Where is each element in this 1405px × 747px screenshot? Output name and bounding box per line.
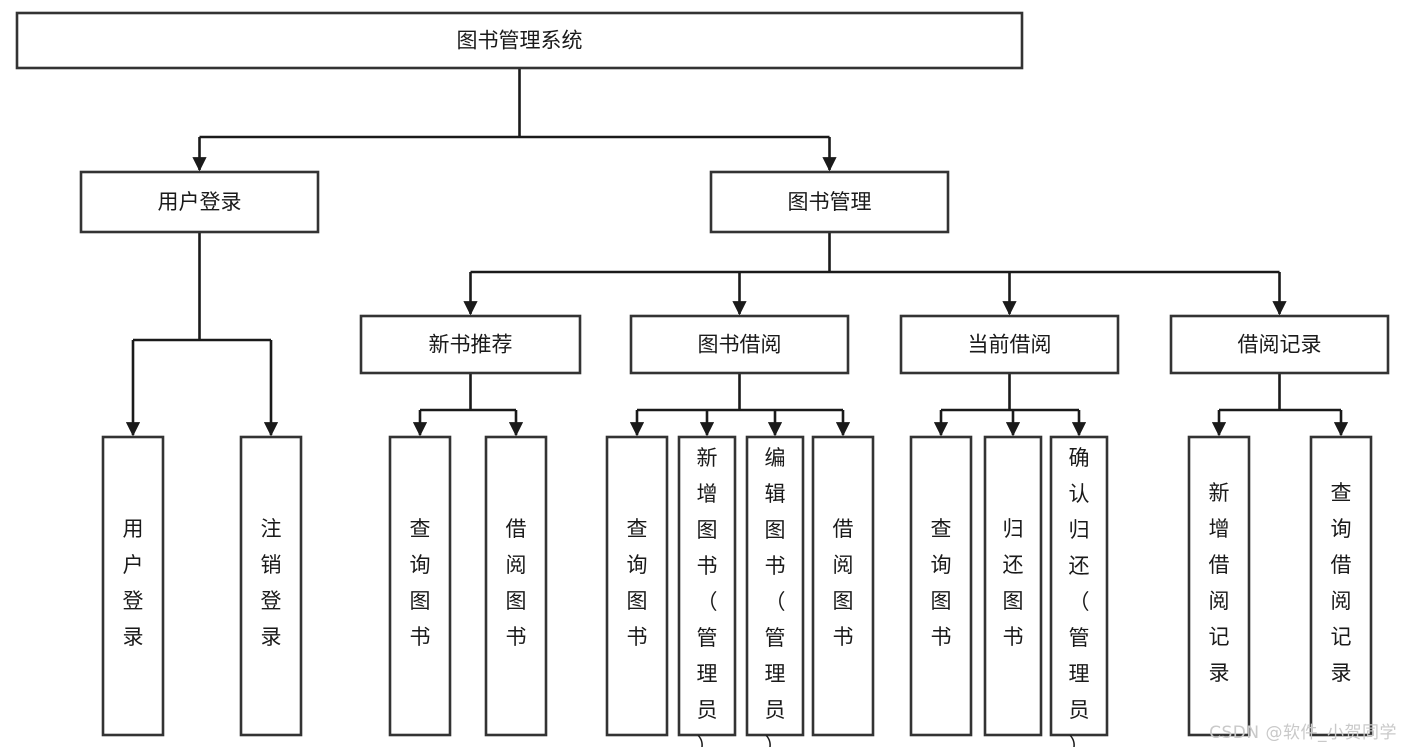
node-current-borrow-rect — [899, 314, 1120, 375]
node-leaf-edit-book-admin[interactable]: 编辑图书（管理员） — [745, 435, 805, 747]
node-leaf-logout[interactable]: 注销登录 — [239, 435, 303, 737]
node-leaf-logout-label: 注销登录 — [261, 517, 282, 649]
node-borrow-record-label: 借阅记录 — [1238, 333, 1322, 357]
node-leaf-user-login-label: 用户登录 — [123, 517, 144, 649]
node-leaf-borrow-book-2-rect — [811, 435, 875, 737]
node-new-book-recommend-rect — [359, 314, 582, 375]
node-leaf-query-book-2-rect — [605, 435, 669, 737]
node-borrow-record[interactable]: 借阅记录 — [1169, 314, 1390, 375]
node-book-borrow-rect — [629, 314, 850, 375]
node-leaf-query-book-1-rect — [388, 435, 452, 737]
node-leaf-query-book-3-label: 查询图书 — [931, 517, 952, 649]
node-leaf-user-login[interactable]: 用户登录 — [101, 435, 165, 737]
node-leaf-add-borrow-record-label: 新增借阅记录 — [1209, 481, 1230, 685]
node-current-borrow-label: 当前借阅 — [968, 333, 1052, 357]
node-borrow-record-rect — [1169, 314, 1390, 375]
node-leaf-logout-rect — [239, 435, 303, 737]
node-root-system[interactable]: 图书管理系统 — [15, 11, 1024, 70]
node-leaf-add-book-admin[interactable]: 新增图书（管理员） — [677, 435, 737, 747]
node-leaf-edit-book-admin-label: 编辑图书（管理员） — [765, 446, 786, 747]
node-leaf-borrow-book-2-label: 借阅图书 — [833, 517, 854, 649]
node-book-borrow-label: 图书借阅 — [698, 333, 782, 357]
node-leaf-return-book-label: 归还图书 — [1003, 517, 1024, 649]
node-user-login-rect — [79, 170, 320, 234]
node-leaf-query-book-2-label: 查询图书 — [627, 517, 648, 649]
node-user-login[interactable]: 用户登录 — [79, 170, 320, 234]
node-leaf-return-book-rect — [983, 435, 1043, 737]
node-leaf-edit-book-admin-rect — [745, 435, 805, 737]
node-book-management-label: 图书管理 — [788, 190, 872, 214]
node-leaf-query-borrow-record[interactable]: 查询借阅记录 — [1309, 435, 1373, 737]
node-leaf-add-book-admin-rect — [677, 435, 737, 737]
connector-current-borrow-to-leaves — [933, 373, 1087, 437]
node-new-book-recommend[interactable]: 新书推荐 — [359, 314, 582, 375]
node-leaf-query-book-1[interactable]: 查询图书 — [388, 435, 452, 737]
node-root-system-label: 图书管理系统 — [457, 29, 583, 53]
connector-bookmanagement-to-level3 — [463, 232, 1287, 316]
node-leaf-query-book-3[interactable]: 查询图书 — [909, 435, 973, 737]
node-leaf-query-book-1-label: 查询图书 — [410, 517, 431, 649]
node-leaf-borrow-book-1-label: 借阅图书 — [506, 517, 527, 649]
node-book-management[interactable]: 图书管理 — [709, 170, 950, 234]
connector-borrow-record-to-leaves — [1211, 373, 1349, 437]
node-leaf-user-login-rect — [101, 435, 165, 737]
node-leaf-confirm-return-admin[interactable]: 确认归还（管理员） — [1049, 435, 1109, 747]
node-leaf-borrow-book-2[interactable]: 借阅图书 — [811, 435, 875, 737]
node-leaf-query-borrow-record-rect — [1309, 435, 1373, 737]
connector-new-book-recommend-to-leaves — [412, 373, 524, 437]
node-user-login-label: 用户登录 — [158, 190, 242, 214]
node-book-borrow[interactable]: 图书借阅 — [629, 314, 850, 375]
node-leaf-return-book[interactable]: 归还图书 — [983, 435, 1043, 737]
node-leaf-add-borrow-record[interactable]: 新增借阅记录 — [1187, 435, 1251, 737]
connector-user-login-to-leaves — [125, 232, 279, 437]
connector-root-to-level2 — [192, 68, 837, 172]
node-leaf-confirm-return-admin-rect — [1049, 435, 1109, 737]
node-leaf-add-borrow-record-rect — [1187, 435, 1251, 737]
watermark-label: CSDN @软件_小贺同学 — [1209, 723, 1397, 743]
node-new-book-recommend-label: 新书推荐 — [429, 333, 513, 357]
node-book-management-rect — [709, 170, 950, 234]
node-leaf-add-book-admin-label: 新增图书（管理员） — [697, 446, 718, 747]
node-leaf-borrow-book-1-rect — [484, 435, 548, 737]
node-leaf-query-borrow-record-label: 查询借阅记录 — [1331, 481, 1352, 685]
node-current-borrow[interactable]: 当前借阅 — [899, 314, 1120, 375]
node-leaf-query-book-3-rect — [909, 435, 973, 737]
connector-book-borrow-to-leaves — [629, 373, 851, 437]
node-leaf-query-book-2[interactable]: 查询图书 — [605, 435, 669, 737]
node-root-system-rect — [15, 11, 1024, 70]
node-leaf-confirm-return-admin-label: 确认归还（管理员） — [1069, 446, 1090, 747]
node-layer: 图书管理系统用户登录图书管理新书推荐图书借阅当前借阅借阅记录用户登录注销登录查询… — [15, 11, 1390, 747]
node-leaf-borrow-book-1[interactable]: 借阅图书 — [484, 435, 548, 737]
connector-layer — [125, 68, 1349, 437]
